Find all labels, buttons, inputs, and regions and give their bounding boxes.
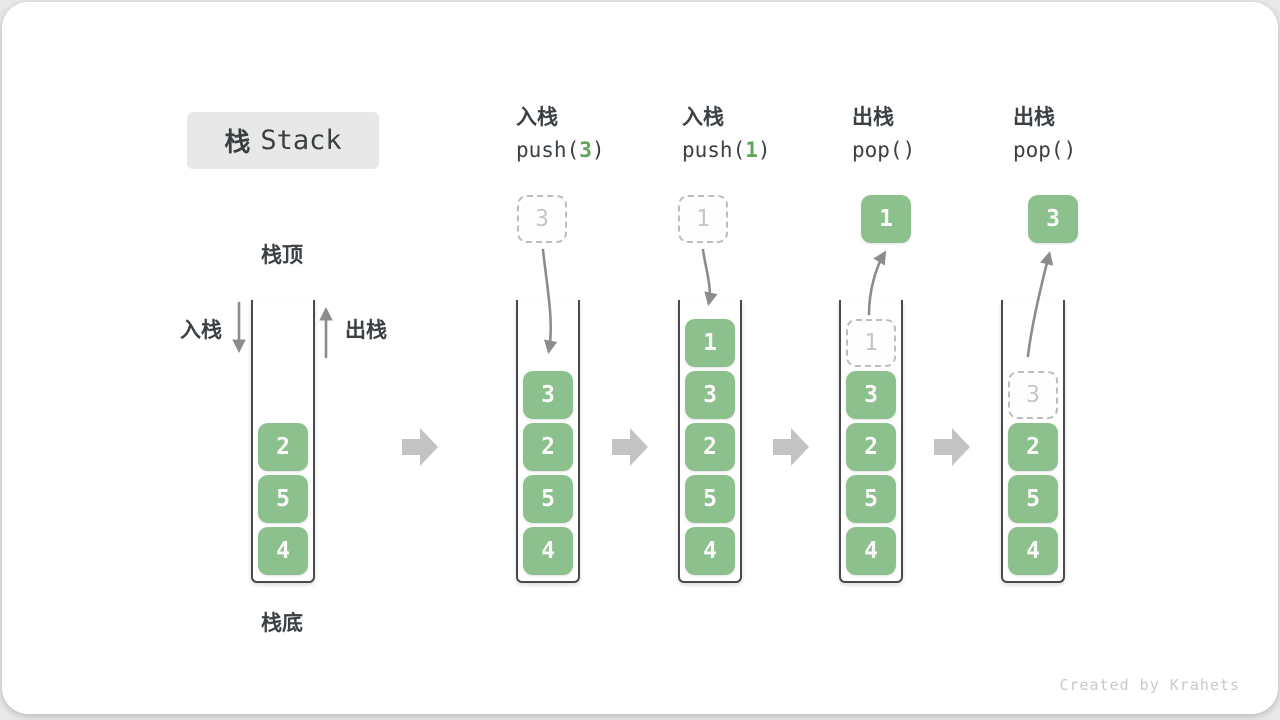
stack-cell: 4: [523, 527, 573, 575]
op-label-pop-2: 出栈 pop(): [1013, 107, 1076, 161]
op-code: push(3): [516, 140, 605, 161]
stack-cell: 3: [685, 371, 735, 419]
code-close: ): [1063, 138, 1077, 162]
ghost-slot-cell: 3: [1008, 371, 1058, 419]
stack-cell: 2: [846, 423, 896, 471]
code-arg: 1: [745, 138, 758, 162]
title-latin: Stack: [260, 125, 342, 156]
pop-direction-label: 出栈: [345, 318, 387, 342]
stack-cell: 3: [523, 371, 573, 419]
stack-top-label: 栈顶: [261, 243, 303, 267]
title-cjk: 栈: [224, 128, 251, 158]
op-label-pop-1: 出栈 pop(): [852, 107, 915, 161]
stack-cell: 4: [846, 527, 896, 575]
push-direction-label: 入栈: [180, 318, 222, 342]
op-name: 入栈: [516, 105, 558, 129]
stack-cell: 5: [846, 475, 896, 523]
code-arg: 3: [579, 138, 592, 162]
stack-cell: 2: [258, 423, 308, 471]
code-close: ): [757, 138, 771, 162]
stack-cell: 3: [846, 371, 896, 419]
code-func: pop(: [852, 138, 903, 162]
stack-cell: 5: [523, 475, 573, 523]
stack-cell: 2: [523, 423, 573, 471]
popped-cell: 1: [861, 195, 911, 243]
stack-cell: 4: [1008, 527, 1058, 575]
stack-cell: 2: [1008, 423, 1058, 471]
watermark: Created by Krahets: [1059, 676, 1240, 694]
op-name: 出栈: [1013, 105, 1055, 129]
code-func: pop(: [1013, 138, 1064, 162]
incoming-ghost-cell: 1: [678, 195, 728, 243]
incoming-ghost-cell: 3: [517, 195, 567, 243]
code-close: ): [902, 138, 916, 162]
stack-cell: 4: [685, 527, 735, 575]
ghost-slot-cell: 1: [846, 319, 896, 367]
stack-cell: 4: [258, 527, 308, 575]
op-label-push-3: 入栈 push(3): [516, 107, 605, 161]
stack-cell: 1: [685, 319, 735, 367]
stack-bottom-label: 栈底: [261, 611, 303, 635]
op-code: pop(): [852, 140, 915, 161]
code-func: push(: [516, 138, 580, 162]
stack-cell: 2: [685, 423, 735, 471]
code-close: ): [591, 138, 605, 162]
op-label-push-1: 入栈 push(1): [682, 107, 771, 161]
op-code: push(1): [682, 140, 771, 161]
stack-cell: 5: [258, 475, 308, 523]
op-name: 入栈: [682, 105, 724, 129]
code-func: push(: [682, 138, 746, 162]
stack-cell: 5: [685, 475, 735, 523]
popped-cell: 3: [1028, 195, 1078, 243]
op-name: 出栈: [852, 105, 894, 129]
diagram-title-box: 栈 Stack: [187, 112, 379, 169]
stack-cell: 5: [1008, 475, 1058, 523]
op-code: pop(): [1013, 140, 1076, 161]
